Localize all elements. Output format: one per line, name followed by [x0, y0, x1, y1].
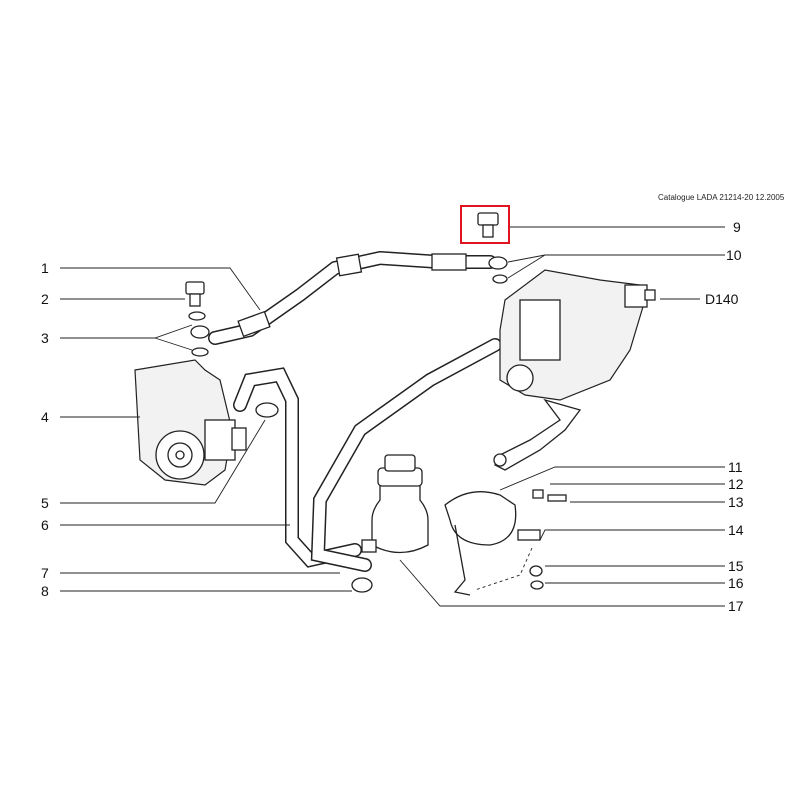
- callout-14[interactable]: 14: [728, 522, 744, 538]
- callout-10[interactable]: 10: [726, 247, 742, 263]
- callout-11[interactable]: 11: [728, 459, 743, 475]
- callout-15[interactable]: 15: [728, 558, 744, 574]
- pump-washers: [188, 311, 210, 357]
- power-steering-pump: [134, 359, 247, 486]
- callout-5[interactable]: 5: [41, 495, 49, 511]
- callout-3[interactable]: 3: [41, 330, 49, 346]
- callout-d140[interactable]: D140: [705, 291, 739, 307]
- callout-1[interactable]: 1: [41, 260, 49, 276]
- callout-8[interactable]: 8: [41, 583, 49, 599]
- callout-7[interactable]: 7: [41, 565, 49, 581]
- callout-13[interactable]: 13: [728, 494, 744, 510]
- callout-17[interactable]: 17: [728, 598, 744, 614]
- callout-16[interactable]: 16: [728, 575, 744, 591]
- reservoir-bracket: [444, 489, 567, 596]
- pressure-hose: [208, 250, 497, 345]
- washers-10: [488, 256, 508, 284]
- callouts-left: 1 2 3 4 5 6 7 8: [41, 260, 49, 599]
- callout-9[interactable]: 9: [733, 219, 741, 235]
- hose-clamp-5: [255, 402, 279, 418]
- callout-12[interactable]: 12: [728, 476, 744, 492]
- hose-clamp-8: [351, 577, 373, 593]
- callout-6[interactable]: 6: [41, 517, 49, 533]
- leader-lines: [60, 226, 725, 607]
- callouts-right: 9 10 D140 11 12 13 14 15 16 17: [705, 219, 744, 614]
- banjo-bolt-9: [477, 212, 499, 238]
- return-hose: [233, 338, 502, 572]
- reservoir: [361, 454, 429, 554]
- catalogue-header: Catalogue LADA 21214-20 12.2005: [658, 193, 785, 202]
- highlight-box[interactable]: [460, 205, 510, 244]
- steering-gear: [493, 269, 656, 471]
- pump-bolt: [185, 281, 205, 307]
- callout-2[interactable]: 2: [41, 291, 49, 307]
- callout-4[interactable]: 4: [41, 409, 49, 425]
